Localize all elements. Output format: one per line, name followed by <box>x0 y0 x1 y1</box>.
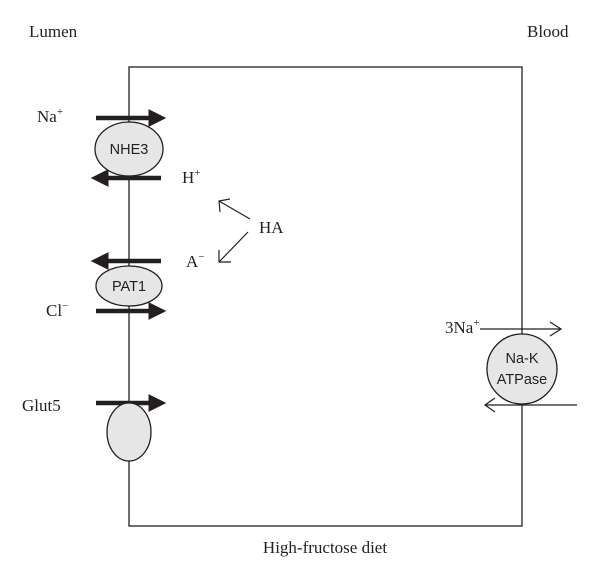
k-influx-arrowhead <box>483 397 496 413</box>
diagram-caption: High-fructose diet <box>263 538 387 557</box>
h-ion-label: H+ <box>182 167 201 187</box>
ha-to-h-arrow <box>218 200 251 220</box>
ha-label: HA <box>259 218 284 237</box>
cell-membrane <box>128 66 523 527</box>
na-k-atpase-pump <box>486 333 558 405</box>
pat1-transporter <box>95 265 163 307</box>
ha-to-a-arrowhead <box>218 250 231 263</box>
a-ion-label: A− <box>186 251 205 271</box>
na-k-atpase-label-line1: Na-K <box>505 351 538 367</box>
blood-label: Blood <box>527 22 569 41</box>
na-efflux-arrowhead <box>549 321 563 337</box>
ha-to-a-arrow <box>218 231 249 263</box>
pat1-label: PAT1 <box>112 279 146 295</box>
glut5-transporter <box>106 402 152 462</box>
cl-ion-label: Cl− <box>46 300 68 320</box>
na3-ion-label: 3Na+ <box>445 317 480 337</box>
na-k-atpase-label-line2: ATPase <box>497 372 548 388</box>
nhe3-label: NHE3 <box>110 142 149 158</box>
glut5-label: Glut5 <box>22 396 61 415</box>
ha-to-h-arrowhead <box>218 198 231 213</box>
lumen-label: Lumen <box>29 22 78 41</box>
na-ion-label: Na+ <box>37 106 63 126</box>
nhe3-transporter <box>94 121 164 177</box>
